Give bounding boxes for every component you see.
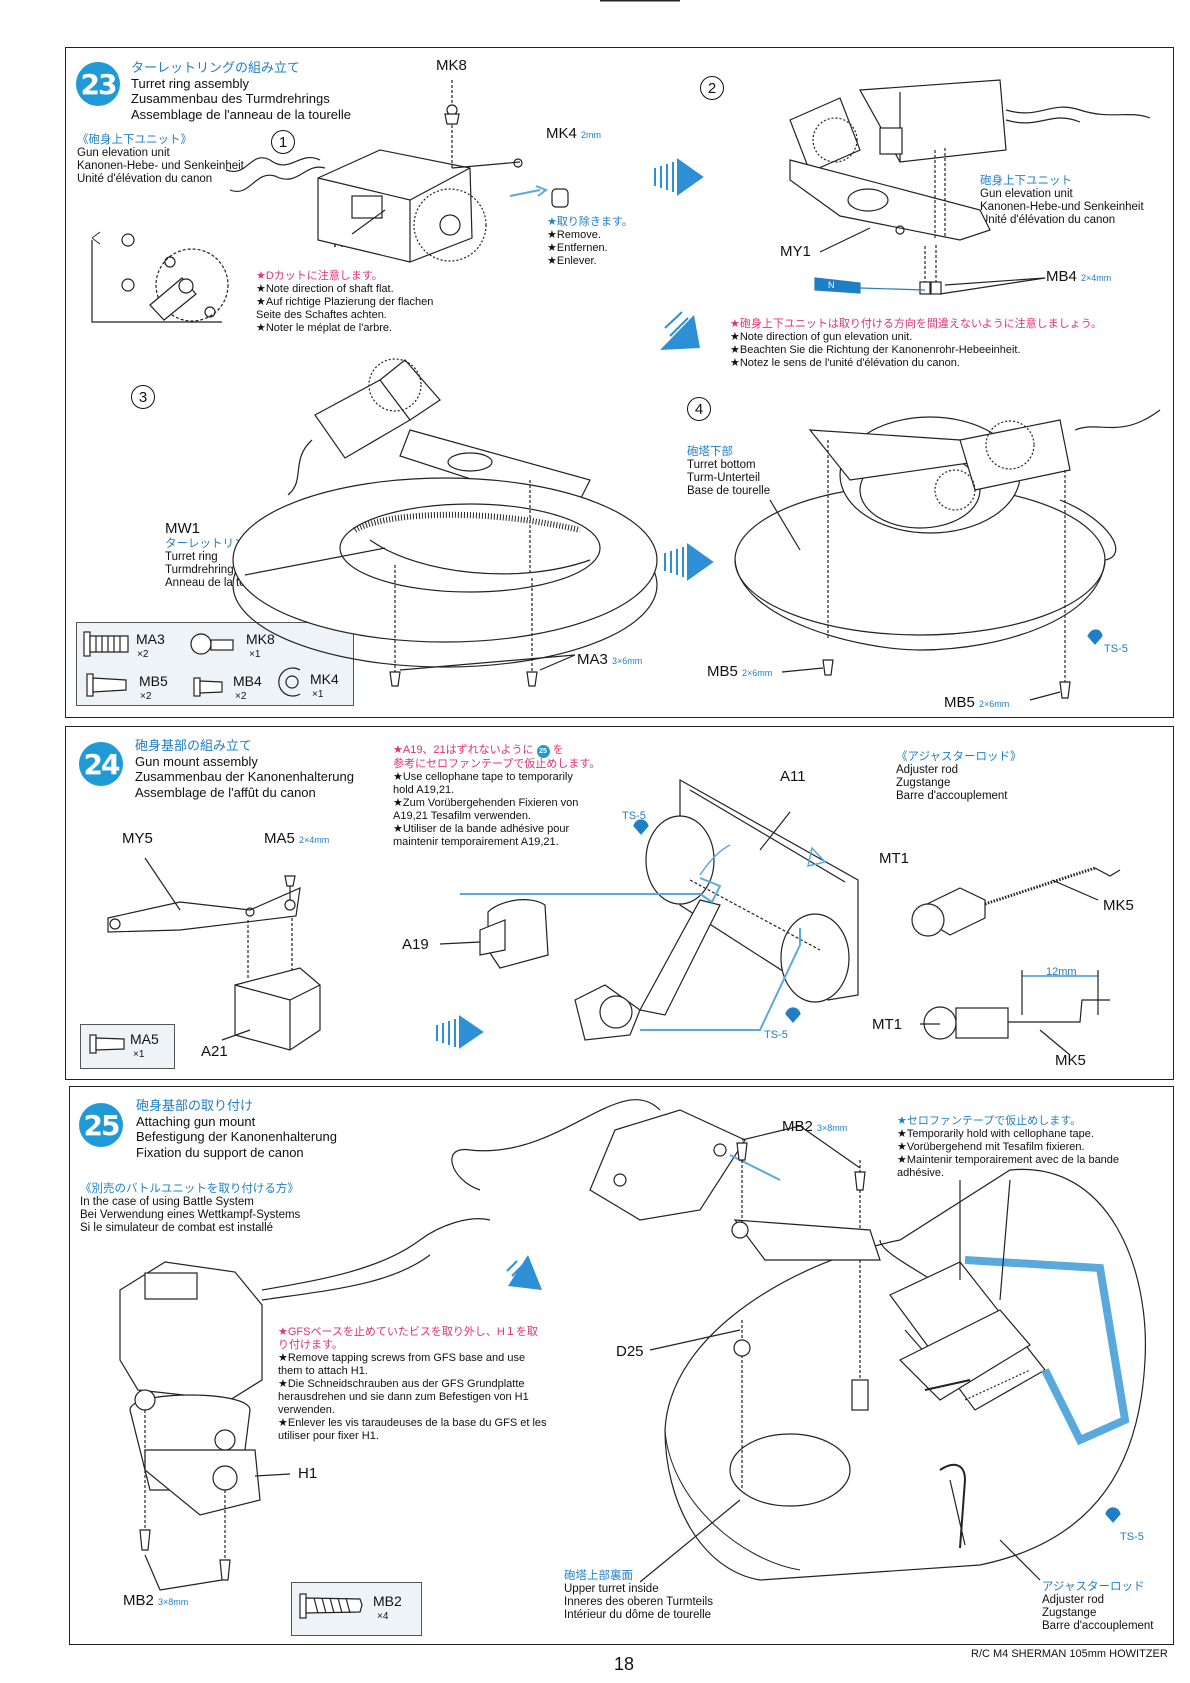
step-arrow-25: [506, 1255, 542, 1290]
label-h1: H1: [298, 1465, 318, 1482]
tape-note: ★A19、21はずれないように 25 を 参考にセロファンテープで仮止めします。…: [393, 744, 601, 848]
substep-3: 3: [131, 385, 155, 409]
dcut-note: ★Dカットに注意します。 ★Note direction of shaft fl…: [256, 270, 434, 334]
label-my1: MY1: [780, 243, 811, 260]
battle-unit-drawing: [119, 1218, 491, 1591]
step-25-badge: 25: [79, 1103, 123, 1147]
label-ts5-24a: TS-5: [622, 810, 646, 822]
label-ts5-24b: TS-5: [764, 1029, 788, 1041]
step-23-title-de: Zusammenbau des Turmdrehrings: [131, 91, 330, 106]
part-ma3-qty: ×2: [137, 649, 149, 660]
gun-elevation-unit-drawing-2: [789, 79, 1151, 295]
part-mb5-code: MB5: [139, 673, 168, 689]
step-24-title: 砲身基部の組み立て Gun mount assembly Zusammenbau…: [135, 738, 354, 800]
label-mw1: MW1: [165, 520, 200, 537]
step-23-badge: 23: [76, 62, 120, 106]
part-mb2-qty: ×4: [377, 1611, 389, 1622]
upper-turret-label: 砲塔上部裏面 Upper turret inside Inneres des o…: [564, 1570, 713, 1621]
part-icons-24: [89, 1034, 125, 1054]
gun-unit-label-2: 砲身上下ユニット Gun elevation unit Kanonen-Hebe…: [980, 175, 1144, 226]
step-arrow-3-4: [664, 543, 714, 581]
cellophane-note: ★セロファンテープで仮止めします。 ★Temporarily hold with…: [897, 1115, 1120, 1179]
label-mb5-b: MB5 2×6mm: [944, 694, 1010, 711]
label-mk8: MK8: [436, 57, 467, 74]
part-mk4-code: MK4: [310, 671, 339, 687]
label-d25: D25: [616, 1343, 644, 1360]
part-mk4-qty: ×1: [312, 689, 324, 700]
label-ma3: MA3 3×6mm: [577, 651, 643, 668]
gun-elevation-unit-drawing-1: [91, 80, 569, 323]
part-icons-25: [299, 1593, 363, 1619]
label-mk5-a: MK5: [1103, 897, 1134, 914]
substep-2: 2: [700, 76, 724, 100]
label-mb4: MB4 2×4mm: [1046, 268, 1112, 285]
step-23-title-fr: Assemblage de l'anneau de la tourelle: [131, 106, 352, 122]
footer-title: R/C M4 SHERMAN 105mm HOWITZER: [971, 1648, 1168, 1660]
part-mb2-code: MB2: [373, 1593, 402, 1609]
turret-bottom-label: 砲塔下部 Turret bottom Turm-Unterteil Base d…: [687, 446, 771, 497]
part-mb4-qty: ×2: [235, 691, 247, 702]
gfs-note: ★GFSベースを止めていたビスを取り外し、H１を取 り付けます。 ★Remove…: [278, 1326, 547, 1442]
adjuster-rod-label-24: 《アジャスターロッド》 Adjuster rod Zugstange Barre…: [896, 751, 1022, 802]
label-my5: MY5: [122, 830, 153, 847]
label-mt1-a: MT1: [879, 850, 909, 867]
part-ma5-qty: ×1: [133, 1049, 145, 1060]
part-ma5-code: MA5: [130, 1031, 159, 1047]
step-24-badge: 24: [79, 742, 123, 786]
label-ma5: MA5 2×4mm: [264, 830, 330, 847]
n-tool-mark: N: [828, 280, 835, 290]
upper-turret-drawing: [451, 1099, 1147, 1583]
label-ts5-23: TS-5: [1104, 643, 1128, 655]
part-mk8-code: MK8: [246, 631, 275, 647]
ref-step-25-icon: 25: [536, 745, 550, 758]
page-number: 18: [614, 1654, 635, 1674]
part-mb4-code: MB4: [233, 673, 262, 689]
step-23-title-en: Turret ring assembly: [131, 75, 249, 91]
step-23-title-jp: ターレットリングの組み立て: [131, 60, 301, 75]
turret-ring-label: ターレットリング Turret ring Turmdrehring Anneau…: [165, 538, 274, 589]
battle-system-label: 《別売のバトルユニットを取り付ける方》 In the case of using…: [80, 1183, 301, 1234]
remove-note: ★取り除きます。 ★Remove. ★Entfernen. ★Enlever.: [547, 216, 633, 267]
direction-note: ★砲身上下ユニットは取り付ける方向を間違えないように注意しましょう。 ★Note…: [730, 318, 1102, 369]
step-arrow-2-3: [660, 311, 700, 350]
label-mt1-b: MT1: [872, 1016, 902, 1033]
adjuster-rod-drawing: [911, 866, 1121, 1056]
label-mb2-b: MB2 3×8mm: [123, 1592, 189, 1609]
step-23-title: ターレットリングの組み立て Turret ring assembly Zusam…: [131, 60, 351, 122]
substep-1: 1: [271, 130, 295, 154]
label-a11: A11: [780, 768, 806, 785]
part-icons-23: [83, 631, 301, 697]
part-mk8-qty: ×1: [249, 649, 261, 660]
turret-ring-drawing: [232, 358, 658, 687]
turret-bottom-drawing: [734, 409, 1161, 701]
step-arrow-24: [436, 1015, 484, 1049]
gun-unit-label-1: 《砲身上下ユニット》 Gun elevation unit Kanonen-He…: [77, 134, 244, 185]
label-mb5-a: MB5 2×6mm: [707, 663, 773, 680]
label-ts5-25: TS-5: [1120, 1531, 1144, 1543]
adjuster-rod-label-25: アジャスターロッド Adjuster rod Zugstange Barre d…: [1042, 1581, 1154, 1632]
label-mk4: MK4 2mm: [546, 125, 602, 142]
part-ma3-code: MA3: [136, 631, 165, 647]
part-mb5-qty: ×2: [140, 691, 152, 702]
label-a19: A19: [402, 936, 429, 953]
step-25-title: 砲身基部の取り付け Attaching gun mount Befestigun…: [136, 1098, 337, 1160]
step-24-parts-box: [80, 1024, 175, 1069]
label-a21: A21: [201, 1043, 228, 1060]
gun-mount-parts-drawing: [107, 778, 859, 1051]
substep-4: 4: [687, 397, 711, 421]
step-arrow-1-2: [654, 158, 704, 196]
label-12mm: 12mm: [1046, 966, 1077, 978]
label-mk5-b: MK5: [1055, 1052, 1086, 1069]
